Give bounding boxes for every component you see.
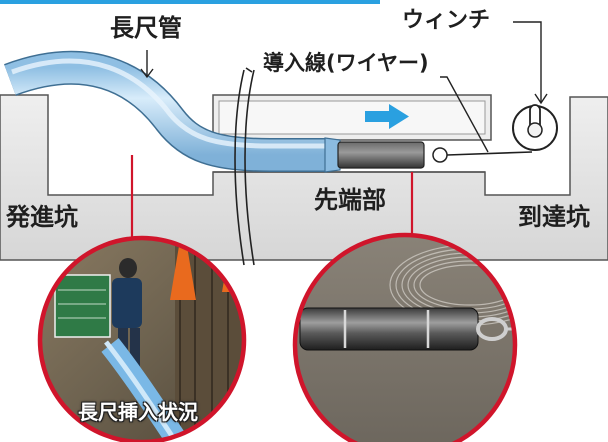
tip-hook	[432, 147, 448, 163]
label-start-pit: 発進坑	[6, 203, 78, 231]
winch-icon	[512, 104, 558, 151]
label-winch: ウィンチ	[402, 8, 491, 33]
label-tip: 先端部	[314, 186, 386, 214]
top-accent-bar	[0, 0, 380, 4]
right-arrow-icon	[365, 104, 409, 129]
label-arrival-pit: 到達坑	[518, 203, 590, 231]
section-break-lines	[234, 67, 255, 266]
caption-insertion-status: 長尺挿入状況	[78, 400, 198, 424]
photo-tip-closeup	[292, 232, 518, 442]
long-pipe	[4, 50, 341, 173]
label-long-pipe: 長尺管	[110, 14, 182, 42]
label-lead-wire: 導入線(ワイヤー)	[263, 51, 429, 75]
pipe-tip	[337, 141, 425, 169]
leader-lines	[140, 21, 548, 153]
ground-section	[0, 94, 608, 261]
lead-wire-line	[446, 151, 533, 156]
